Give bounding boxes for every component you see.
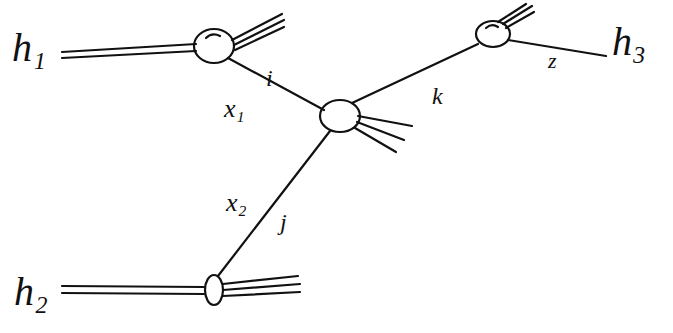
hadron-label: h₃ [612, 22, 646, 62]
parton-label: i [266, 66, 273, 90]
parton-line [352, 44, 478, 103]
blob-shading [486, 25, 498, 28]
blob-shading [206, 34, 220, 38]
momentum-fraction-label: x₁ [224, 96, 245, 122]
momentum-fraction-label: z [548, 50, 557, 72]
fragment-jet [498, 4, 534, 28]
incoming-hadron-line [62, 44, 196, 52]
incoming-hadron-line [62, 51, 196, 58]
outgoing-jet [355, 116, 412, 152]
parton-label: k [432, 84, 443, 108]
momentum-fraction-label: x₂ [226, 190, 247, 216]
remnant-jet [223, 276, 300, 296]
parton-label: j [280, 210, 287, 234]
hadron-label: h₂ [14, 272, 48, 312]
hadron-label: h₁ [12, 28, 46, 68]
parton-line [218, 131, 330, 276]
incoming-hadron-line [62, 286, 204, 287]
remnant-jet [232, 14, 284, 50]
outgoing-hadron-line [508, 40, 606, 56]
fragmentation-blob [476, 21, 510, 47]
incoming-hadron-line [62, 293, 204, 294]
hard-scatter-blob [320, 100, 360, 132]
hadron-blob [205, 275, 223, 305]
